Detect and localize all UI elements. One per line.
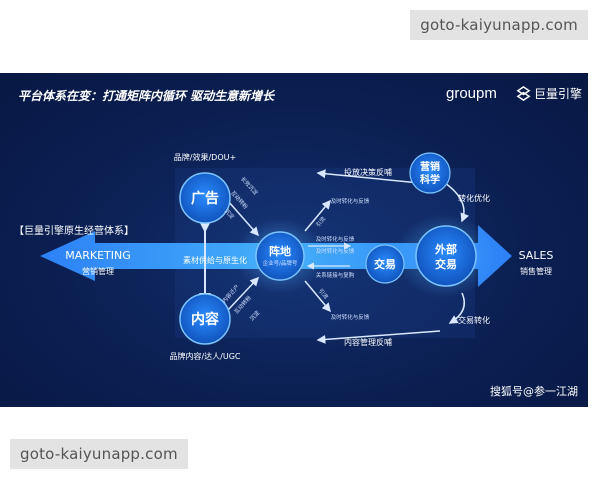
ad-node [179, 172, 231, 224]
science-node-label-1: 营销 [420, 160, 440, 173]
position-up-arrow [304, 199, 331, 232]
bottom-feedback-label: 内容管理反哺 [344, 337, 392, 347]
sales-subtitle: 销售管理 [520, 266, 552, 276]
content-node-label: 内容 [191, 311, 219, 328]
external-trade-label-2: 交易 [435, 257, 457, 271]
relation-link-label: 关系链接与复购 [316, 271, 355, 279]
position-node-label: 阵地 [269, 244, 291, 258]
marketing-subtitle: 营销管理 [82, 266, 114, 276]
realtime-label-2: 及时转化与反馈 [316, 235, 355, 243]
position-down-arrow [304, 280, 331, 313]
position-node-sub: 企业号/品牌号 [263, 259, 298, 267]
material-label: 素材供给与原生化 [183, 255, 247, 265]
watermark-bottom: goto-kaiyunapp.com [10, 439, 188, 469]
realtime-label-3: 及时转化与反馈 [316, 247, 355, 255]
bottom-feedback-arrow [316, 330, 441, 344]
marketing-title: MARKETING [65, 249, 131, 262]
ad-caption: 品牌/效果/DOU+ [174, 152, 236, 162]
trade-node [365, 244, 405, 284]
external-trade-node [415, 225, 477, 287]
realtime-label-4: 及时转化与反馈 [331, 313, 370, 321]
system-label: 【巨量引擎原生经营体系】 [14, 224, 134, 237]
ad-node-label: 广告 [191, 190, 219, 207]
juliang-logo-text: 巨量引擎 [534, 87, 583, 101]
trade-conversion-arrow [448, 292, 465, 324]
content-node [179, 293, 231, 345]
top-feedback-label: 投放决策反哺 [344, 167, 392, 177]
realtime-label-1: 及时转化与反馈 [331, 197, 370, 205]
trade-node-label: 交易 [374, 257, 396, 271]
position-node [255, 231, 305, 281]
conversion-optimize-label: 转化优化 [458, 193, 490, 203]
content-caption: 品牌内容/达人/UGC [169, 351, 240, 361]
external-trade-label-1: 外部 [434, 242, 457, 256]
ecosystem-diagram: 广告 内容 阵地 企业号/品牌号 交易 外部 交易 营销 科学 品牌/效果/DO… [14, 152, 554, 361]
watermark-top: goto-kaiyunapp.com [410, 10, 588, 40]
juliang-logo: 巨量引擎 [516, 85, 582, 102]
conversion-optimize-arrow [444, 182, 469, 223]
marketing-science-node [409, 152, 451, 194]
juliang-mark-icon [516, 86, 531, 101]
groupm-logo: groupm [446, 85, 497, 102]
ad-to-position-arrow [227, 200, 259, 237]
science-node-label-2: 科学 [420, 173, 440, 186]
sales-title: SALES [519, 249, 554, 262]
trade-conversion-label: 交易转化 [458, 315, 490, 325]
slide: 平台体系在变：打通矩阵内循环 驱动生意新增长 groupm 巨量引擎 [0, 73, 588, 407]
slide-title: 平台体系在变：打通矩阵内循环 驱动生意新增长 [18, 89, 275, 103]
content-to-position-arrow [227, 276, 260, 311]
source-credit: 搜狐号@参一江湖 [490, 385, 578, 398]
